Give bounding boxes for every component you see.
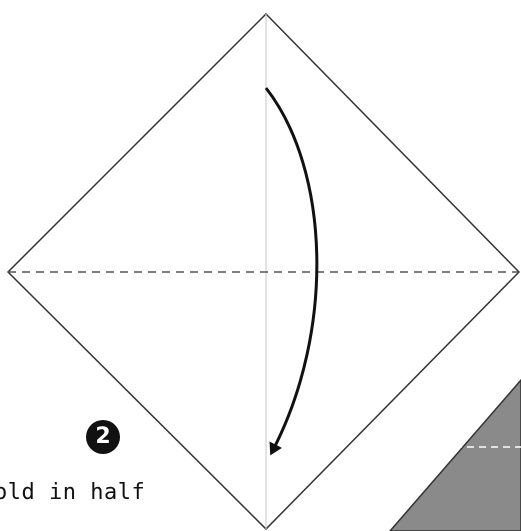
next-step-sheet (389, 378, 521, 531)
fold-down-arrow (264, 87, 319, 456)
step-number: 2 (95, 424, 111, 449)
step-number-badge: 2 (86, 420, 120, 454)
step-instruction: old in half (0, 480, 146, 505)
